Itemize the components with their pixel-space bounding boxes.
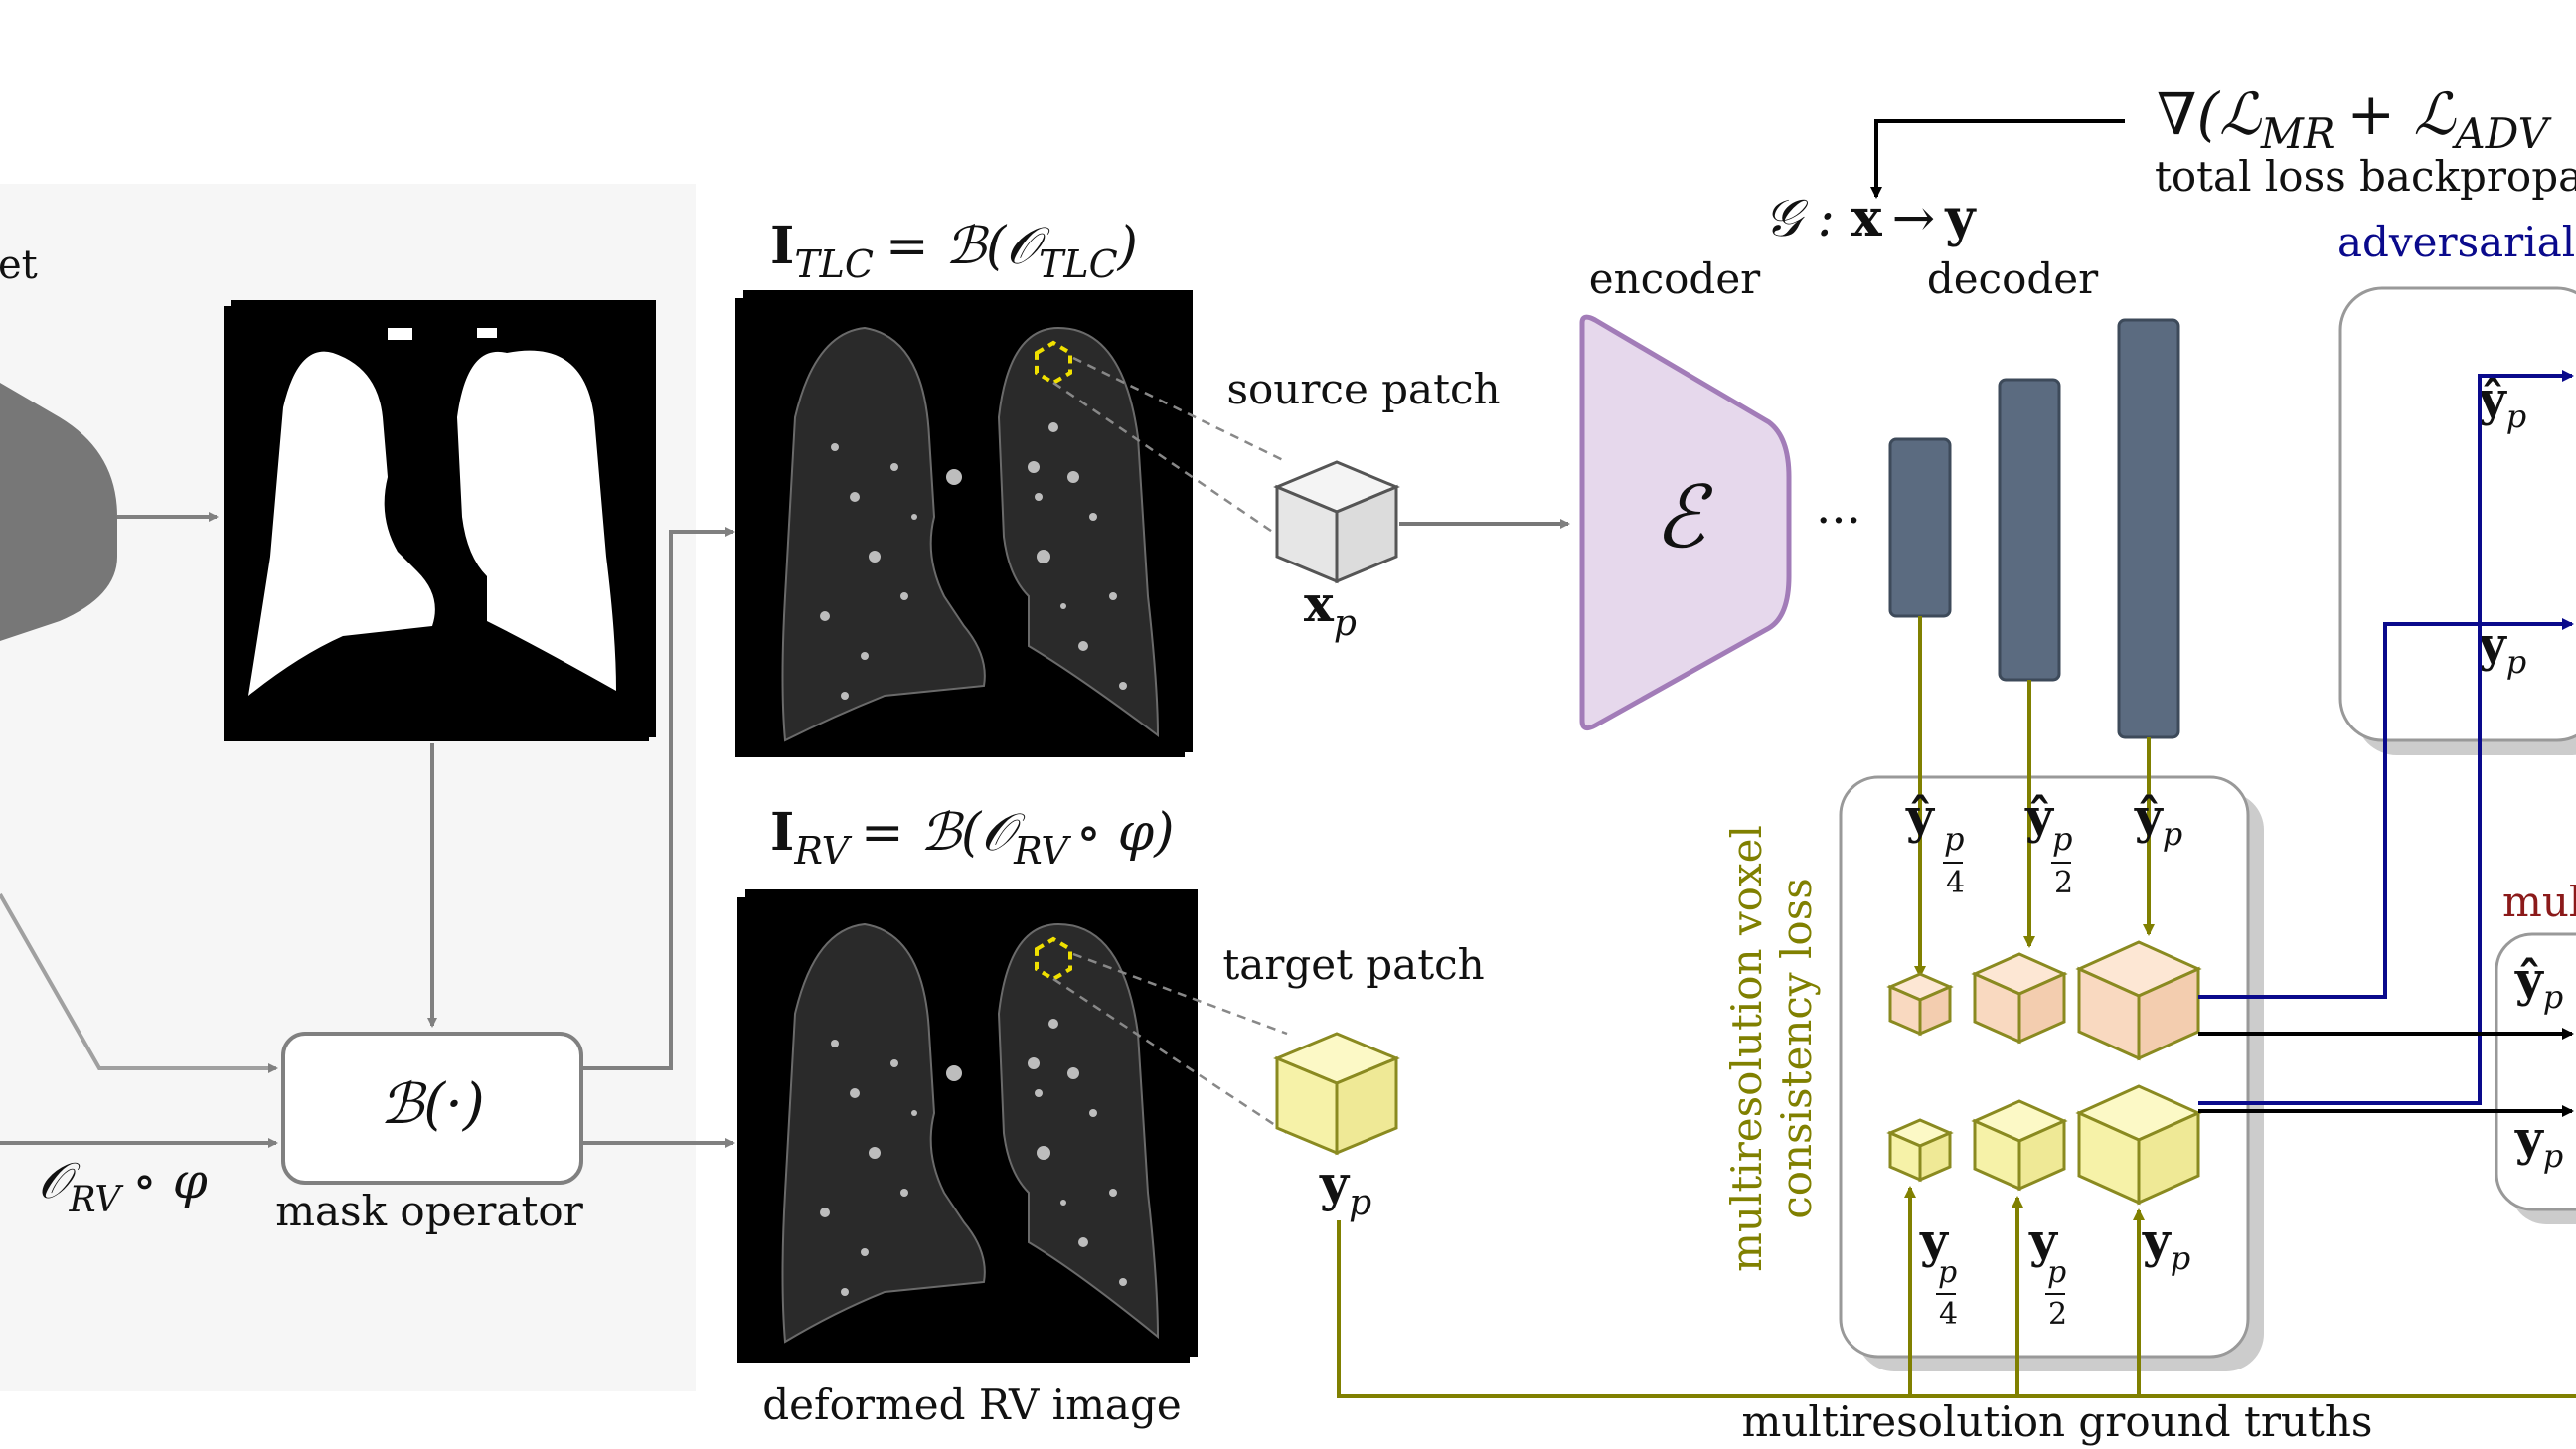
rv-image-caption: deformed RV image xyxy=(762,1380,1181,1429)
gt-label-full: yp xyxy=(2142,1213,2190,1277)
gt-label-quarter: y xyxy=(1919,1213,1950,1269)
arrow-operator-to-tlc xyxy=(581,527,735,1070)
gt-label-half-den: 2 xyxy=(2048,1297,2067,1332)
encoder-block xyxy=(1579,314,1792,731)
decoder-bar-1 xyxy=(1888,437,1952,618)
source-patch-label: source patch xyxy=(1226,365,1500,413)
rv-image-title: IRV= ℬ(𝒪RV∘ φ) xyxy=(770,802,1174,873)
backprop-label: total loss backpropaga xyxy=(2155,152,2576,201)
source-patch-cube xyxy=(1273,460,1400,584)
target-patch-cube xyxy=(1273,1032,1400,1156)
ground-truths-label: multiresolution ground truths xyxy=(1742,1397,2373,1446)
mask-operator-symbol: ℬ(·) xyxy=(380,1072,485,1137)
pred-cube-full xyxy=(2075,940,2202,1061)
adversarial-box xyxy=(2338,286,2576,742)
decoder-bar-2 xyxy=(1998,378,2061,682)
gt-cube-quarter xyxy=(1886,1118,1954,1183)
pred-label-quarter-den: 4 xyxy=(1946,866,1965,900)
loss-gradient: ∇(ℒMR+ ℒADV xyxy=(2157,80,2552,158)
tlc-ct-image xyxy=(735,290,1193,757)
left-panel-partial-label: et xyxy=(0,242,38,288)
source-patch-var: xp xyxy=(1304,574,1357,644)
decoder-label: decoder xyxy=(1927,254,2099,303)
ground-truth-line xyxy=(1337,1220,2576,1398)
multires-pred-label: ŷp xyxy=(2514,952,2563,1016)
target-patch-guide-top xyxy=(1072,952,1288,1036)
mask-operator-caption: mask operator xyxy=(275,1187,584,1235)
gt-label-quarter-sub: p xyxy=(1938,1255,1957,1290)
encoder-symbol: ℰ xyxy=(1654,468,1713,567)
encoder-label: encoder xyxy=(1589,254,1761,303)
pred-label-half: ŷ xyxy=(2024,789,2055,845)
target-patch-label: target patch xyxy=(1222,940,1484,989)
pred-label-half-sub: p xyxy=(2052,820,2072,858)
pred-label-full: ŷp xyxy=(2134,789,2182,853)
pred-label-quarter: ŷ xyxy=(1905,789,1936,845)
encoder-dots: ··· xyxy=(1816,493,1861,549)
gt-label-quarter-den: 4 xyxy=(1939,1297,1958,1332)
pred-cube-half xyxy=(1971,952,2068,1045)
gt-label-half: y xyxy=(2028,1213,2059,1269)
target-patch-var: yp xyxy=(1319,1154,1371,1223)
mask-operator-box xyxy=(281,1032,583,1185)
pred-label-half-den: 2 xyxy=(2054,866,2073,900)
arrow-gt-to-adversarial xyxy=(2198,370,2574,1105)
decoder-bar-3 xyxy=(2117,318,2180,739)
multires-gt-label: yp xyxy=(2514,1111,2563,1175)
adv-gt-label: yp xyxy=(2478,617,2526,681)
left-shape xyxy=(0,383,117,641)
generator-mapping: 𝒢 : x→y xyxy=(1764,188,1977,248)
gt-cube-full xyxy=(2075,1084,2202,1206)
consistency-vertical-label: multiresolution voxel consistency loss xyxy=(1722,825,1821,1272)
arrow-backprop xyxy=(1870,119,2125,199)
svg-text:multiresolution voxel: multiresolution voxel xyxy=(1722,825,1771,1272)
arrow-diagonal-to-operator xyxy=(0,893,278,1073)
input-label: 𝒪RV∘ φ xyxy=(38,1152,208,1220)
pred-cube-quarter xyxy=(1886,972,1954,1037)
multires-label: mul xyxy=(2502,878,2576,926)
svg-text:consistency loss: consistency loss xyxy=(1772,878,1821,1219)
consistency-box xyxy=(1839,775,2250,1359)
gt-label-half-sub: p xyxy=(2047,1255,2066,1290)
binary-mask-image xyxy=(224,300,656,741)
adv-pred-label: ŷp xyxy=(2478,372,2526,435)
tlc-image-title: ITLC= ℬ(𝒪TLC) xyxy=(770,216,1138,286)
pred-label-quarter-sub: p xyxy=(1944,820,1964,858)
gt-cube-half xyxy=(1971,1099,2068,1192)
adversarial-label: adversarial l xyxy=(2337,218,2576,266)
multires-box xyxy=(2495,932,2576,1211)
source-patch-guide-top xyxy=(1072,356,1288,464)
rv-ct-image xyxy=(737,889,1198,1363)
